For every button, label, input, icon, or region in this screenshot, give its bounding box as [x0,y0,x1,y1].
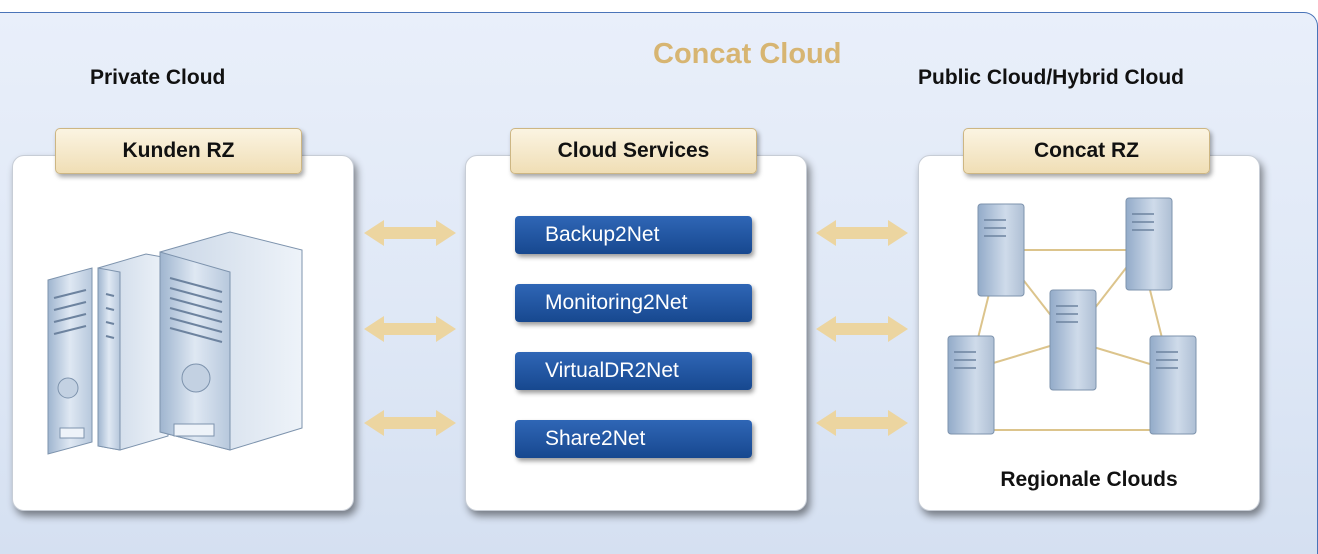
double-arrow-icon [364,316,456,342]
service-share2net: Share2Net [515,420,752,458]
double-arrow-icon [816,410,908,436]
tab-kunden-rz: Kunden RZ [55,128,302,174]
diagram-title: Concat Cloud [653,38,842,70]
tab-cloud-services: Cloud Services [510,128,757,174]
service-monitoring2net: Monitoring2Net [515,284,752,322]
private-cloud-label: Private Cloud [90,66,226,89]
public-cloud-label: Public Cloud/Hybrid Cloud [918,66,1184,89]
double-arrow-icon [816,316,908,342]
service-virtualdr2net: VirtualDR2Net [515,352,752,390]
server-tower-network-icon [947,197,1197,435]
double-arrow-icon [364,220,456,246]
server-rack-icon [47,231,303,455]
double-arrow-icon [816,220,908,246]
tab-concat-rz: Concat RZ [963,128,1210,174]
double-arrow-icon [364,410,456,436]
regionale-clouds-caption: Regionale Clouds [1000,468,1178,491]
service-backup2net: Backup2Net [515,216,752,254]
